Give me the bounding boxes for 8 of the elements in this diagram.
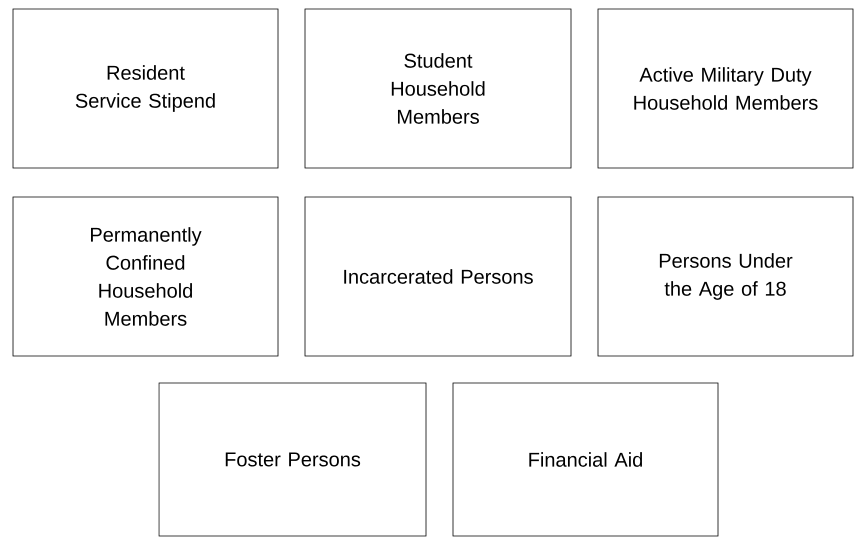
text-box: Incarcerated Persons — [304, 196, 572, 356]
text-box: Active Military Duty Household Members — [598, 8, 854, 168]
text-box: Student Household Members — [304, 8, 572, 168]
text-box: Persons Under the Age of 18 — [598, 196, 854, 356]
text-box: Financial Aid — [452, 382, 718, 536]
text-box: Foster Persons — [158, 382, 426, 536]
text-box: Permanently Confined Household Members — [12, 196, 278, 356]
text-box: Resident Service Stipend — [12, 8, 278, 168]
